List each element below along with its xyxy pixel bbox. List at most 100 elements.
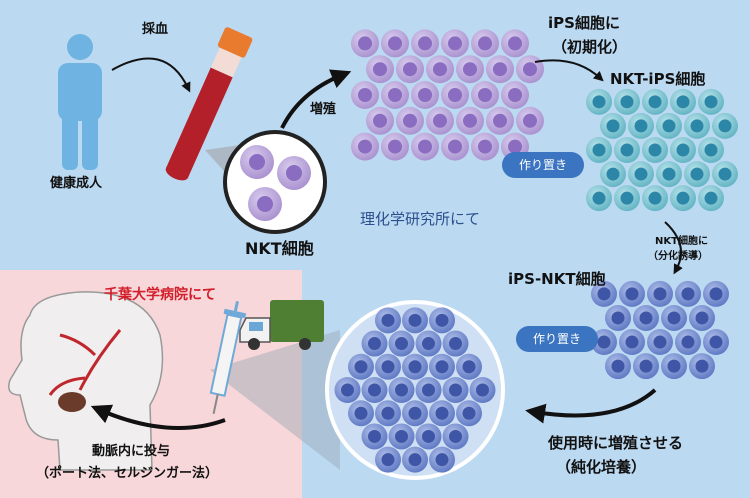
cell-nucleus xyxy=(508,139,522,154)
cell-nucleus xyxy=(704,143,718,157)
cell-nucleus xyxy=(523,113,537,128)
cell-nucleus xyxy=(667,359,681,373)
cell-nucleus xyxy=(718,119,732,133)
cell-nucleus xyxy=(662,119,676,133)
cell-nucleus xyxy=(597,287,611,301)
cell-nucleus xyxy=(354,406,368,420)
cell-nucleus xyxy=(403,113,417,128)
cell-nucleus xyxy=(418,88,432,102)
cell-nucleus xyxy=(433,113,447,128)
cell-nucleus xyxy=(611,359,625,373)
stock-badge-1: 作り置き xyxy=(502,152,584,178)
cell-nucleus xyxy=(695,311,709,325)
cell-nucleus xyxy=(422,337,435,351)
cell-nucleus xyxy=(373,113,387,128)
cell-nucleus xyxy=(462,360,476,374)
blood-tube-icon xyxy=(165,27,253,181)
person-icon xyxy=(58,34,102,170)
label-admin-1: 動脈内に投与 xyxy=(92,444,171,459)
cell-nucleus xyxy=(695,359,709,373)
cell-nucleus xyxy=(625,287,639,301)
label-ips-nkt: iPS-NKT細胞 xyxy=(508,270,606,288)
cell-nucleus xyxy=(368,337,381,351)
cell-nucleus xyxy=(493,113,507,128)
label-nkt-cell: NKT細胞 xyxy=(245,239,314,258)
label-healthy-adult: 健康成人 xyxy=(50,176,103,191)
cell-nucleus xyxy=(648,143,662,157)
administration-arrow xyxy=(90,404,226,430)
cell-nucleus xyxy=(676,143,690,157)
cell-nucleus xyxy=(408,313,422,327)
cell-nucleus xyxy=(476,383,489,397)
cell-nucleus xyxy=(373,62,387,77)
cell-nucleus xyxy=(592,191,606,205)
cell-nucleus xyxy=(381,406,395,420)
cell-nucleus xyxy=(597,335,611,349)
purple-cell-cluster xyxy=(351,29,544,161)
label-to-ips-1: iPS細胞に xyxy=(548,14,620,32)
label-proliferation: 増殖 xyxy=(310,102,337,117)
cell-nucleus xyxy=(592,143,606,157)
cell-nucleus xyxy=(381,313,395,327)
cell-nucleus xyxy=(634,167,648,181)
cell-nucleus xyxy=(704,191,718,205)
cell-nucleus xyxy=(368,383,381,397)
label-blood-draw: 採血 xyxy=(142,22,169,37)
cell-nucleus xyxy=(449,337,462,351)
cell-nucleus xyxy=(639,359,653,373)
cell-nucleus xyxy=(395,337,408,351)
cell-nucleus xyxy=(508,88,522,102)
label-expand-1: 使用時に増殖させる xyxy=(548,434,684,452)
cell-nucleus xyxy=(493,62,507,77)
cell-nucleus xyxy=(634,119,648,133)
large-blue-cell-cluster xyxy=(334,307,496,473)
blood-draw-arrow xyxy=(111,57,191,93)
truck-icon xyxy=(239,300,324,350)
cell-nucleus xyxy=(690,119,704,133)
cell-nucleus xyxy=(408,406,422,420)
cell-nucleus xyxy=(433,62,447,77)
cell-nucleus xyxy=(523,62,537,77)
cell-nucleus xyxy=(709,287,723,301)
large-magnifier-cone xyxy=(210,330,340,470)
cell-nucleus xyxy=(667,311,681,325)
cell-nucleus xyxy=(422,429,435,443)
label-to-nkt-1: NKT細胞に xyxy=(655,236,708,247)
cell-nucleus xyxy=(354,360,368,374)
cell-nucleus xyxy=(653,335,667,349)
label-admin-2: （ポート法、セルジンガー法） xyxy=(36,466,219,481)
reprogram-arrow xyxy=(534,59,604,82)
label-expand-2: （純化培養） xyxy=(556,458,647,476)
cell-nucleus xyxy=(395,383,408,397)
cell-nucleus xyxy=(478,36,492,51)
differentiation-arrow xyxy=(664,221,683,275)
cell-nucleus xyxy=(478,88,492,102)
cell-nucleus xyxy=(606,167,620,181)
stock-badge-2: 作り置き xyxy=(516,326,598,352)
cell-nucleus xyxy=(463,113,477,128)
cell-nucleus xyxy=(690,167,704,181)
cell-nucleus xyxy=(648,95,662,109)
cell-nucleus xyxy=(435,453,449,467)
cell-nucleus xyxy=(653,287,667,301)
cell-nucleus xyxy=(449,383,462,397)
cell-nucleus xyxy=(592,95,606,109)
cell-nucleus xyxy=(676,191,690,205)
cell-nucleus xyxy=(611,311,625,325)
cell-nucleus xyxy=(408,453,422,467)
cell-nucleus xyxy=(358,88,372,102)
cell-nucleus xyxy=(435,406,449,420)
cell-nucleus xyxy=(709,335,723,349)
cell-nucleus xyxy=(368,429,381,443)
cell-nucleus xyxy=(662,167,676,181)
label-to-ips-2: （初期化） xyxy=(552,38,628,56)
cell-nucleus xyxy=(358,139,372,154)
cell-nucleus xyxy=(704,95,718,109)
proliferation-arrow xyxy=(280,69,352,129)
cell-nucleus xyxy=(449,429,462,443)
cell-nucleus xyxy=(718,167,732,181)
cell-nucleus xyxy=(478,139,492,154)
cell-nucleus xyxy=(620,143,634,157)
